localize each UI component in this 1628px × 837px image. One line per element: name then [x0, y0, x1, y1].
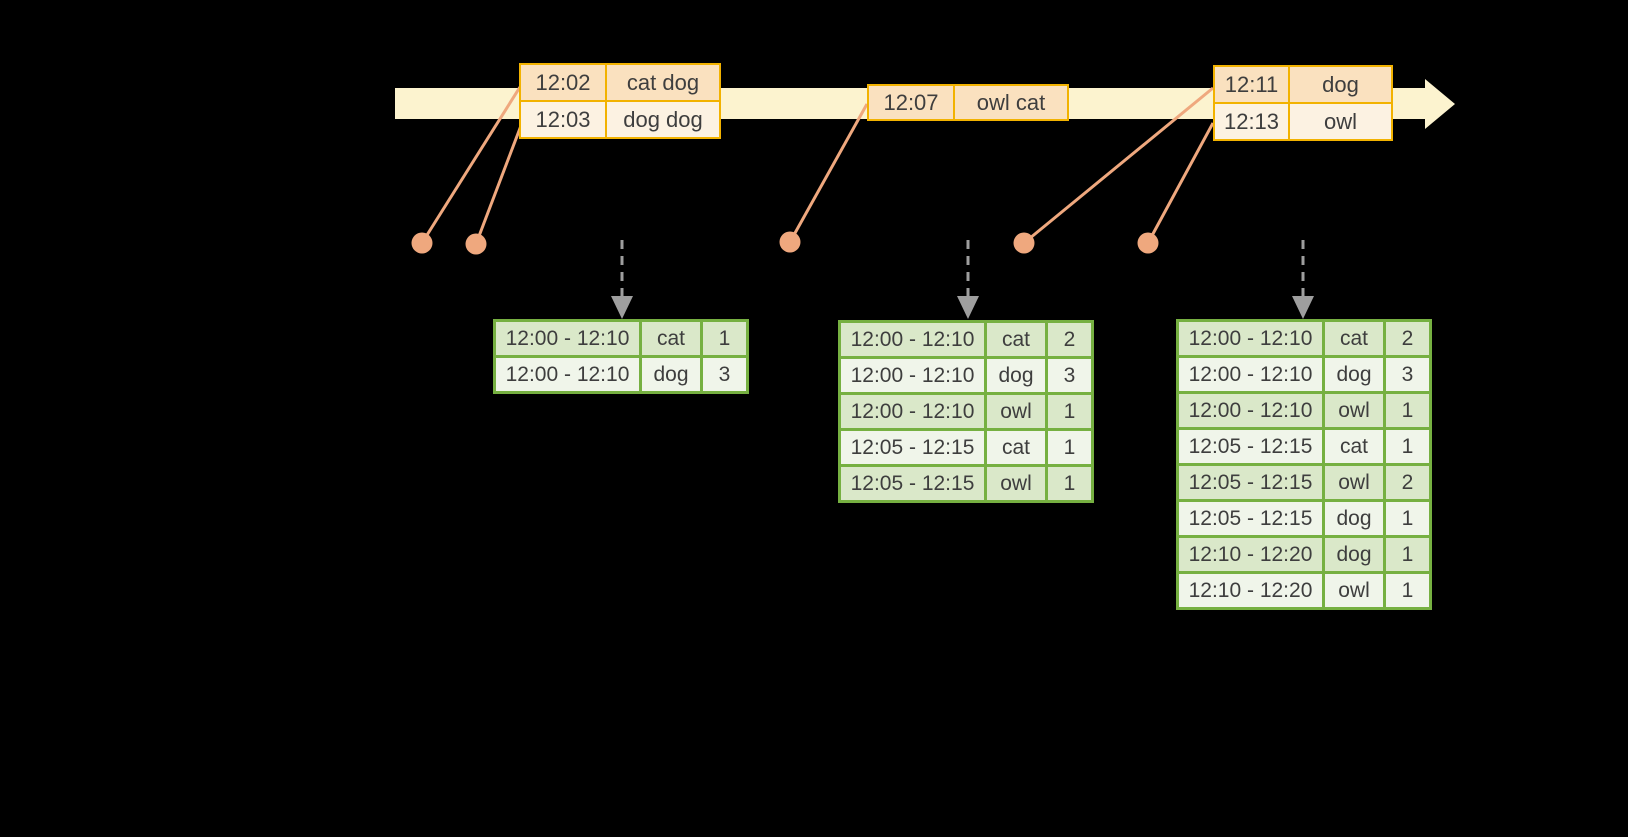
event-dot-icon: [465, 233, 487, 255]
count-cell: 3: [700, 355, 749, 394]
result-table-2: 12:00 - 12:10 cat 2 12:00 - 12:10 dog 3 …: [838, 320, 1094, 503]
table-row: 12:00 - 12:10 cat 1: [493, 319, 749, 358]
count-cell: 1: [1383, 571, 1432, 610]
table-row: 12:02 cat dog: [519, 63, 721, 102]
window-cell: 12:00 - 12:10: [838, 320, 987, 359]
window-cell: 12:10 - 12:20: [1176, 571, 1325, 610]
table-row: 12:10 - 12:20 owl 1: [1176, 571, 1432, 610]
table-row: 12:05 - 12:15 cat 1: [1176, 427, 1432, 466]
event-words-cell: cat dog: [605, 63, 721, 102]
word-cell: owl: [1322, 391, 1386, 430]
count-cell: 1: [1383, 391, 1432, 430]
window-cell: 12:00 - 12:10: [838, 356, 987, 395]
window-cell: 12:05 - 12:15: [838, 428, 987, 467]
count-cell: 2: [1045, 320, 1094, 359]
table-row: 12:07 owl cat: [867, 84, 1069, 121]
window-cell: 12:05 - 12:15: [1176, 463, 1325, 502]
window-cell: 12:10 - 12:20: [1176, 535, 1325, 574]
count-cell: 1: [1383, 427, 1432, 466]
count-cell: 2: [1383, 463, 1432, 502]
window-cell: 12:00 - 12:10: [493, 319, 642, 358]
window-cell: 12:05 - 12:15: [838, 464, 987, 503]
word-cell: owl: [1322, 571, 1386, 610]
table-row: 12:00 - 12:10 cat 2: [1176, 319, 1432, 358]
window-cell: 12:00 - 12:10: [1176, 391, 1325, 430]
trigger-arrowhead-icon: [1292, 296, 1314, 319]
event-time-cell: 12:07: [867, 84, 955, 121]
table-row: 12:00 - 12:10 dog 3: [838, 356, 1094, 395]
event-connector-line: [1146, 122, 1215, 244]
event-dot-icon: [1013, 232, 1035, 254]
window-cell: 12:05 - 12:15: [1176, 427, 1325, 466]
event-connector-line: [420, 86, 522, 244]
window-cell: 12:00 - 12:10: [838, 392, 987, 431]
trigger-arrowhead-icon: [957, 296, 979, 319]
count-cell: 1: [1045, 428, 1094, 467]
table-row: 12:13 owl: [1213, 102, 1393, 141]
word-cell: cat: [1322, 319, 1386, 358]
count-cell: 1: [1383, 499, 1432, 538]
word-cell: owl: [1322, 463, 1386, 502]
window-cell: 12:00 - 12:10: [493, 355, 642, 394]
event-time-cell: 12:11: [1213, 65, 1290, 104]
table-row: 12:00 - 12:10 cat 2: [838, 320, 1094, 359]
input-batch-table-2: 12:07 owl cat: [867, 84, 1069, 121]
word-cell: dog: [1322, 535, 1386, 574]
word-cell: owl: [984, 392, 1048, 431]
input-batch-table-3: 12:11 dog 12:13 owl: [1213, 65, 1393, 141]
table-row: 12:11 dog: [1213, 65, 1393, 104]
word-cell: dog: [639, 355, 703, 394]
event-dot-icon: [411, 232, 433, 254]
table-row: 12:00 - 12:10 dog 3: [493, 355, 749, 394]
count-cell: 3: [1045, 356, 1094, 395]
word-cell: owl: [984, 464, 1048, 503]
input-batch-table-1: 12:02 cat dog 12:03 dog dog: [519, 63, 721, 139]
word-cell: cat: [984, 428, 1048, 467]
count-cell: 1: [700, 319, 749, 358]
event-time-cell: 12:02: [519, 63, 607, 102]
event-time-cell: 12:13: [1213, 102, 1290, 141]
table-row: 12:00 - 12:10 dog 3: [1176, 355, 1432, 394]
event-words-cell: owl: [1288, 102, 1393, 141]
trigger-arrowhead-icon: [611, 296, 633, 319]
event-time-cell: 12:03: [519, 100, 607, 139]
count-cell: 3: [1383, 355, 1432, 394]
table-row: 12:03 dog dog: [519, 100, 721, 139]
word-cell: cat: [984, 320, 1048, 359]
timeline-arrowhead-icon: [1425, 79, 1455, 129]
table-row: 12:05 - 12:15 owl 2: [1176, 463, 1432, 502]
result-table-3: 12:00 - 12:10 cat 2 12:00 - 12:10 dog 3 …: [1176, 319, 1432, 610]
table-row: 12:05 - 12:15 cat 1: [838, 428, 1094, 467]
event-connector-line: [1023, 86, 1214, 245]
table-row: 12:10 - 12:20 dog 1: [1176, 535, 1432, 574]
table-row: 12:00 - 12:10 owl 1: [838, 392, 1094, 431]
window-cell: 12:05 - 12:15: [1176, 499, 1325, 538]
event-dot-icon: [1137, 232, 1159, 254]
event-connector-line: [788, 103, 869, 243]
word-cell: cat: [639, 319, 703, 358]
window-cell: 12:00 - 12:10: [1176, 319, 1325, 358]
word-cell: dog: [1322, 355, 1386, 394]
table-row: 12:00 - 12:10 owl 1: [1176, 391, 1432, 430]
word-cell: cat: [1322, 427, 1386, 466]
event-words-cell: dog dog: [605, 100, 721, 139]
event-dot-icon: [779, 231, 801, 253]
event-words-cell: dog: [1288, 65, 1393, 104]
window-cell: 12:00 - 12:10: [1176, 355, 1325, 394]
count-cell: 1: [1045, 464, 1094, 503]
word-cell: dog: [1322, 499, 1386, 538]
count-cell: 2: [1383, 319, 1432, 358]
table-row: 12:05 - 12:15 dog 1: [1176, 499, 1432, 538]
count-cell: 1: [1383, 535, 1432, 574]
result-table-1: 12:00 - 12:10 cat 1 12:00 - 12:10 dog 3: [493, 319, 749, 394]
table-row: 12:05 - 12:15 owl 1: [838, 464, 1094, 503]
count-cell: 1: [1045, 392, 1094, 431]
event-words-cell: owl cat: [953, 84, 1069, 121]
word-cell: dog: [984, 356, 1048, 395]
event-connector-line: [474, 122, 524, 245]
